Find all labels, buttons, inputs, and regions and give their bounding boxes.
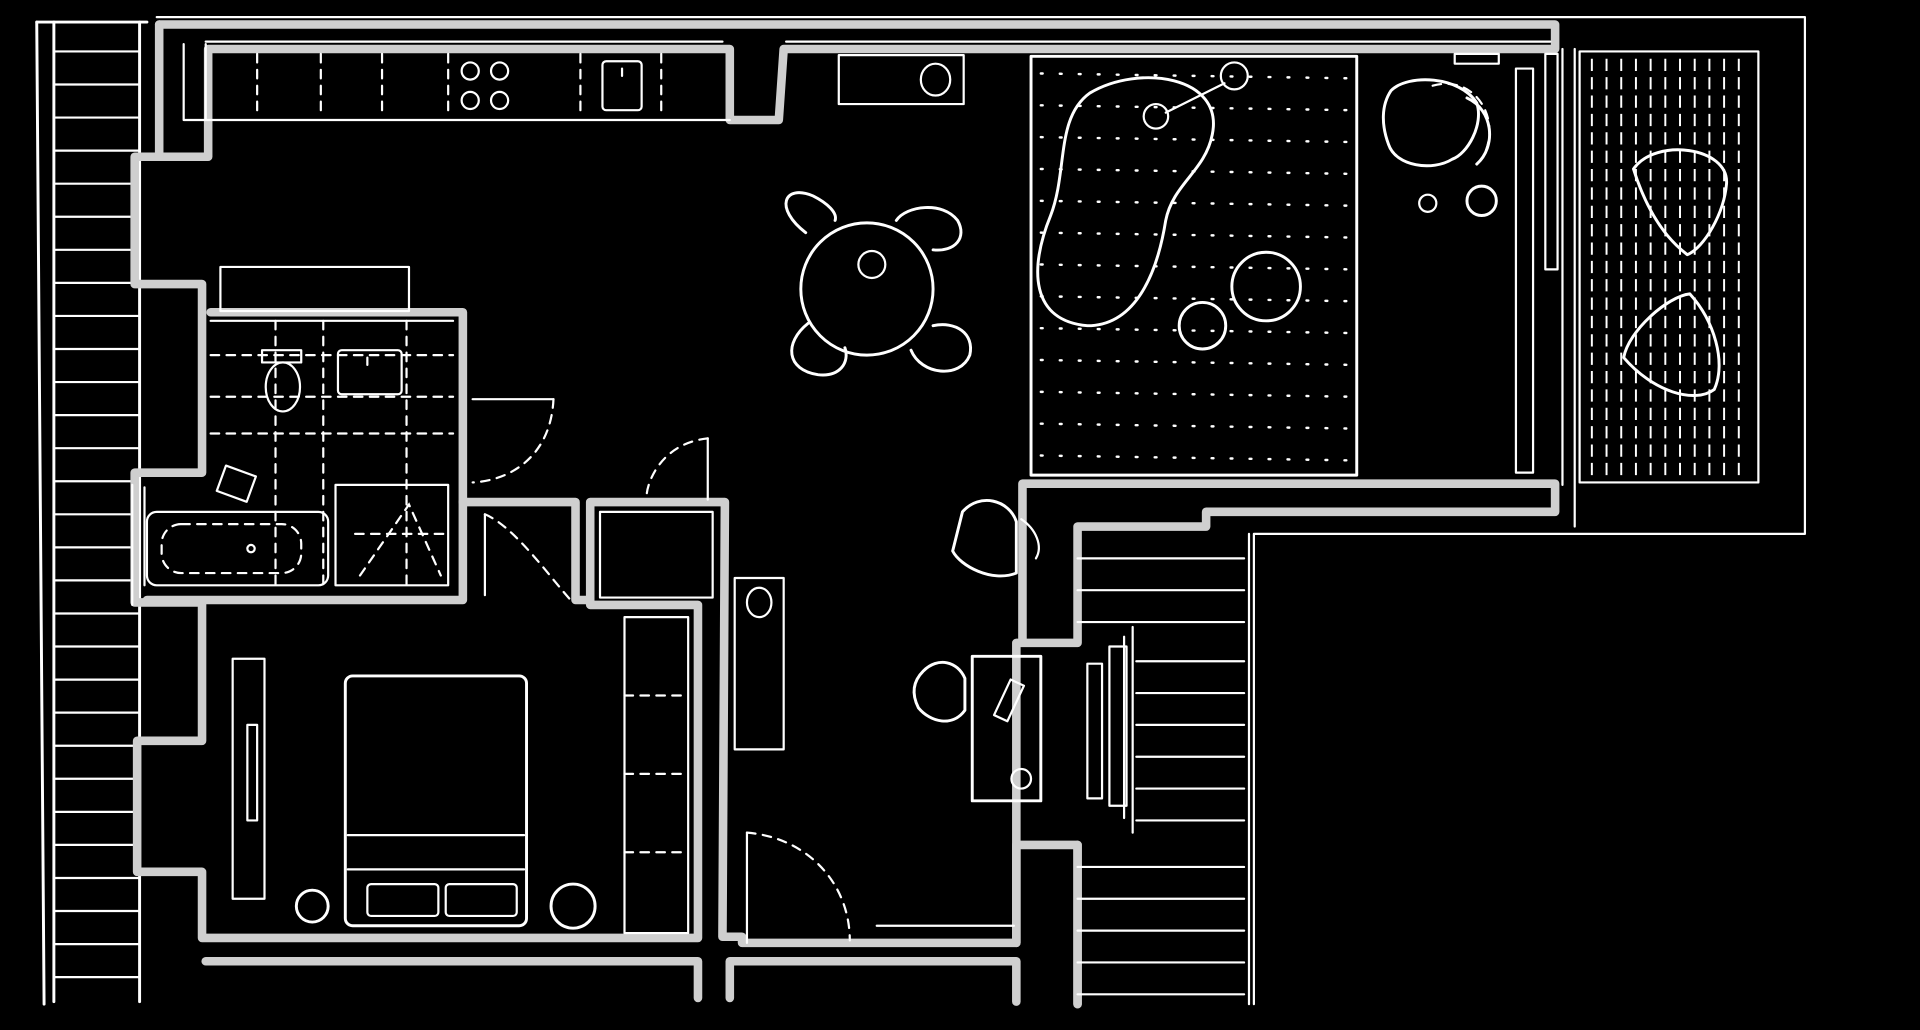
wardrobe [623,616,690,935]
bath-cabinet [219,265,411,313]
ground-texture [1039,295,1354,303]
doors [471,398,1015,944]
ground-texture [1039,231,1354,239]
bathtub [145,510,330,587]
nightstand [294,888,330,924]
shrub [1177,300,1228,351]
desk [970,654,1043,803]
chair [790,321,848,377]
ground-texture [1039,390,1354,398]
lounge-seat [1622,292,1721,397]
top-cabinet [837,54,965,106]
pillow [444,882,518,918]
stepping-stone [1219,61,1249,91]
shrub [1230,250,1302,323]
shoe-cabinet [733,576,785,751]
stepping-stone [1142,102,1170,130]
deck [1578,50,1760,484]
closet [598,510,785,751]
shelf [1086,662,1104,800]
study-desk [912,499,1128,807]
stove-burners [460,61,510,111]
wall-outlines [155,16,1807,1006]
bathroom-door [471,398,555,484]
left-staircase [35,20,149,1006]
chair [909,323,973,373]
sink [336,349,403,396]
ground-texture [1039,72,1354,80]
ground-texture [1039,263,1354,271]
ground-texture [1039,454,1354,462]
pillow [366,882,440,918]
right-staircase [1076,557,1246,996]
ground-texture [1039,104,1354,112]
ground-texture [1039,422,1354,430]
double-bed [343,674,529,928]
ground-texture [1039,358,1354,367]
outdoor-chair [1381,78,1480,168]
garden [1029,54,1359,477]
bedroom [231,616,690,935]
desk-chair [912,660,967,723]
pond [1036,76,1215,328]
nightstand [549,882,597,930]
terrace [1381,50,1760,484]
kitchen-sink [601,60,643,112]
lounge-seat [1632,148,1729,257]
planter [1514,67,1535,474]
chair [894,206,963,252]
tv-stand [231,657,266,900]
shower [334,483,450,587]
exterior-walls [130,20,1560,1009]
ground-texture [1039,135,1354,144]
bath-mat [215,464,257,503]
entry-door [745,831,851,942]
chair [784,191,837,235]
dining-table [784,191,973,377]
closet-door [645,437,709,499]
bathroom [131,265,455,607]
toilet [260,349,303,413]
ground-texture [1039,326,1354,335]
ground-texture [1039,199,1354,207]
armchair [951,499,1018,578]
bedroom-door [483,513,572,602]
kitchen-counter [182,42,731,122]
